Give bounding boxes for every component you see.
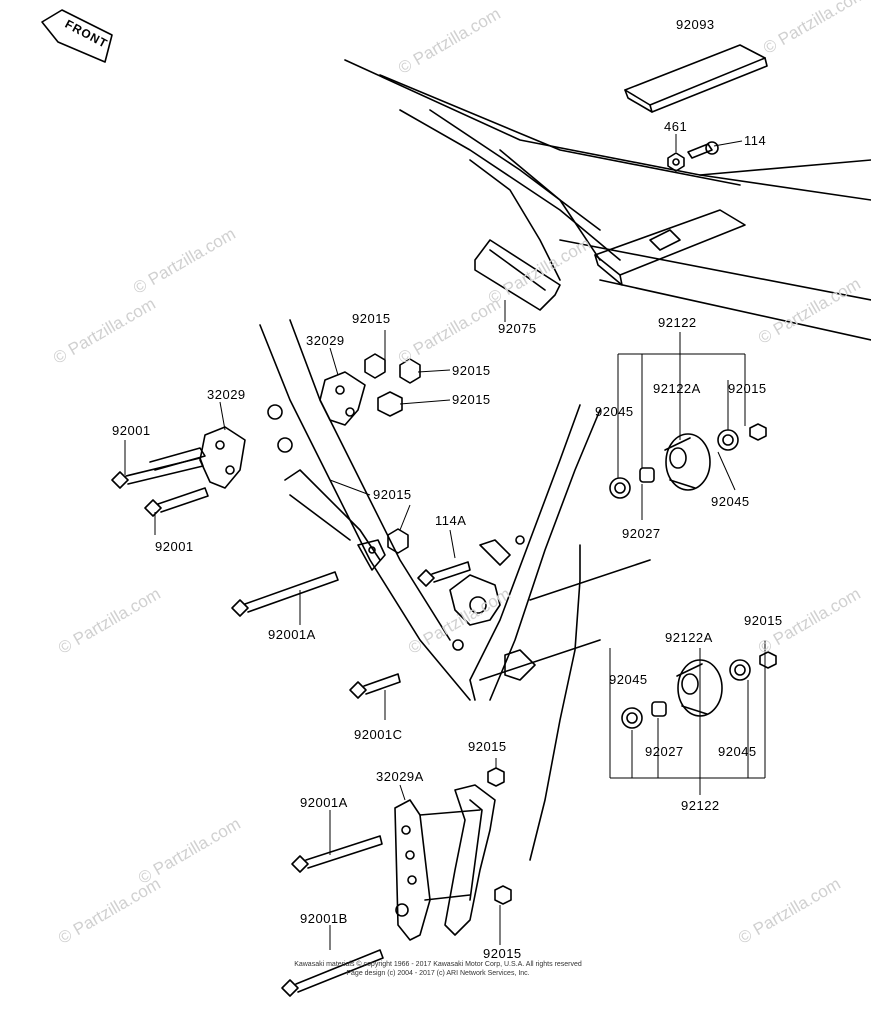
part-label[interactable]: 92001 (155, 539, 194, 554)
part-label[interactable]: 92015 (744, 613, 783, 628)
bolt-92001B (281, 903, 409, 997)
part-label[interactable]: 92122 (658, 315, 697, 330)
frame-upper-rails (344, 59, 871, 341)
bolt-114A (417, 561, 471, 587)
bolt-92001A-lower (291, 835, 383, 873)
center-mount-bracket (449, 535, 525, 626)
cross-bracket (594, 209, 746, 286)
copyright-line-2: Page design (c) 2004 - 2017 (c) ARI Netw… (346, 970, 530, 977)
bolt-92001-b (144, 487, 209, 517)
part-label[interactable]: 92001A (300, 795, 348, 810)
leader-lines (124, 134, 766, 950)
plate-32029-upper (319, 371, 366, 426)
part-label[interactable]: 92015 (728, 381, 767, 396)
front-arrow-outline (41, 9, 113, 63)
part-label[interactable]: 92075 (498, 321, 537, 336)
nut-92015-c (377, 391, 403, 417)
bracket-92015-114A (357, 539, 386, 571)
guard-92075 (474, 239, 561, 311)
part-label[interactable]: 92001 (112, 423, 151, 438)
bolt-92001C (349, 639, 464, 699)
part-label[interactable]: 92045 (609, 672, 648, 687)
part-label[interactable]: 92093 (676, 17, 715, 32)
part-label[interactable]: 92015 (483, 946, 522, 961)
nut-92015-a (364, 353, 386, 379)
part-label[interactable]: 114A (435, 513, 467, 528)
spacer-washers (267, 404, 293, 453)
bolt-114 (687, 141, 719, 159)
part-label[interactable]: 92015 (452, 363, 491, 378)
nut-92015-e (387, 528, 409, 554)
bracket-32029A (394, 767, 512, 941)
rubber-mount-lower (621, 651, 777, 729)
part-label[interactable]: 92027 (622, 526, 661, 541)
part-label[interactable]: 92045 (718, 744, 757, 759)
frame-down-tubes (259, 319, 651, 861)
part-label[interactable]: 32029 (306, 333, 345, 348)
part-label[interactable]: 92045 (711, 494, 750, 509)
part-label[interactable]: 92015 (352, 311, 391, 326)
part-label[interactable]: 92001C (354, 727, 403, 742)
part-label[interactable]: 92015 (373, 487, 412, 502)
bolt-92001A-upper (231, 571, 339, 617)
rubber-mount-upper (609, 423, 767, 499)
part-label[interactable]: 92027 (645, 744, 684, 759)
part-label[interactable]: 92001B (300, 911, 348, 926)
part-label[interactable]: 32029 (207, 387, 246, 402)
bolt-92001-a (111, 447, 206, 489)
part-label[interactable]: 92045 (595, 404, 634, 419)
part-label[interactable]: 92122A (665, 630, 713, 645)
part-label[interactable]: 92015 (452, 392, 491, 407)
part-label[interactable]: 114 (744, 133, 767, 148)
part-label[interactable]: 92122A (653, 381, 701, 396)
nut-92015-b (399, 358, 421, 384)
part-label[interactable]: 461 (664, 119, 688, 134)
nut-461 (667, 152, 685, 172)
plate-32029-lower (199, 426, 246, 489)
part-label[interactable]: 92015 (468, 739, 507, 754)
lower-bracket (504, 649, 536, 681)
part-label[interactable]: 92001A (268, 627, 316, 642)
part-label[interactable]: 92122 (681, 798, 720, 813)
copyright-line-1: Kawasaki materials © copyright 1966 - 20… (294, 961, 582, 968)
seat-pad-92093 (624, 44, 768, 113)
part-label[interactable]: 32029A (376, 769, 424, 784)
